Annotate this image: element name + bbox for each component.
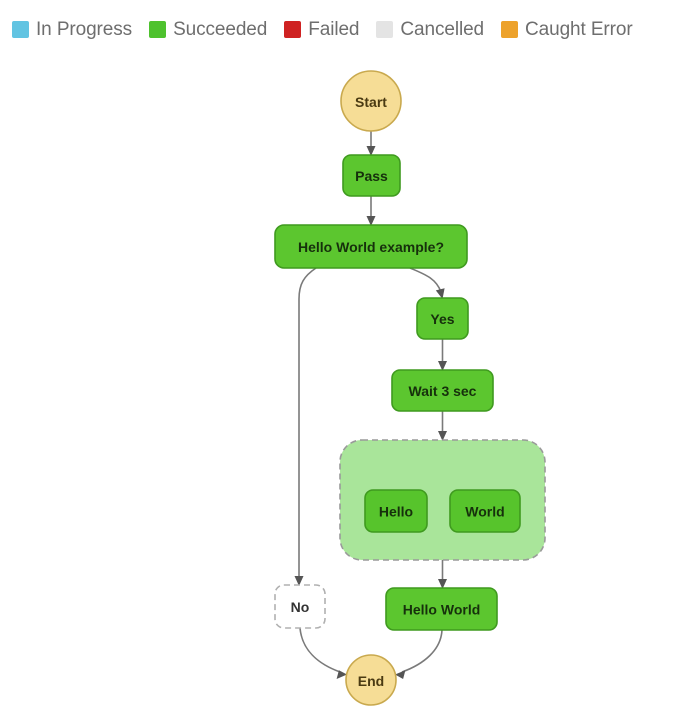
node-start-shape [340, 70, 402, 132]
node-choice-label: Hello World example? [298, 239, 444, 255]
node-helloworld-shape [385, 587, 498, 631]
arrowhead-icon [438, 579, 447, 589]
square-swatch-icon [149, 20, 167, 38]
edge-helloworld-to-end [401, 629, 443, 673]
workflow-graph: Start Pass Hello World example? Yes Wait… [274, 70, 546, 706]
node-hello-world[interactable]: Hello World [385, 587, 498, 631]
node-pass-label: Pass [355, 168, 388, 184]
legend-label: Cancelled [400, 18, 485, 40]
square-swatch-icon [376, 20, 394, 38]
node-end-shape [345, 654, 397, 706]
arrowhead-icon [435, 288, 445, 299]
node-wait-label: Wait 3 sec [409, 383, 477, 399]
node-pass[interactable]: Pass [342, 154, 401, 197]
node-pass-shape [342, 154, 401, 197]
legend-item-caught-error: Caught Error [501, 20, 633, 39]
node-yes-shape [416, 297, 469, 340]
node-no[interactable]: No [274, 584, 326, 629]
node-hello[interactable]: Hello [364, 489, 428, 533]
node-no-shape [274, 584, 326, 629]
legend-label: Failed [308, 18, 360, 40]
arrowhead-icon [294, 576, 304, 586]
node-start-label: Start [355, 94, 387, 110]
legend-item-in-progress: In Progress [12, 20, 132, 39]
legend-label: Caught Error [525, 18, 633, 40]
status-legend: In Progress Succeeded Failed Cancelled C… [0, 0, 700, 58]
node-end-label: End [358, 673, 384, 689]
node-end[interactable]: End [345, 654, 397, 706]
legend-item-cancelled: Cancelled [376, 20, 484, 39]
square-swatch-icon [12, 20, 29, 38]
node-start[interactable]: Start [340, 70, 402, 132]
arrowhead-icon [438, 431, 447, 441]
edge-no-to-end [299, 627, 341, 673]
edge-choice-to-no [298, 267, 317, 579]
node-yes-label: Yes [430, 311, 454, 327]
legend-item-failed: Failed [284, 18, 360, 40]
node-wait-shape [391, 369, 494, 412]
node-helloworld-label: Hello World [403, 602, 481, 618]
legend-item-succeeded: Succeeded [149, 20, 267, 39]
arrowhead-icon [438, 361, 447, 371]
node-yes[interactable]: Yes [416, 297, 469, 340]
node-choice-shape [274, 224, 468, 269]
node-world-shape [449, 489, 521, 533]
square-swatch-icon [501, 20, 519, 38]
edge-choice-to-yes [409, 267, 442, 293]
node-wait-3-sec[interactable]: Wait 3 sec [391, 369, 494, 412]
node-world[interactable]: World [449, 489, 521, 533]
node-world-label: World [465, 504, 504, 520]
legend-label: In Progress [36, 18, 133, 40]
arrowhead-icon [395, 670, 406, 679]
node-choice-hello-world-example[interactable]: Hello World example? [274, 224, 468, 269]
arrowhead-icon [336, 670, 347, 679]
node-hello-label: Hello [379, 504, 413, 520]
square-swatch-icon [284, 20, 302, 38]
arrowhead-icon [366, 146, 376, 156]
node-hello-shape [364, 489, 428, 533]
legend-label: Succeeded [173, 18, 268, 40]
arrowhead-icon [366, 216, 376, 226]
node-no-label: No [291, 599, 310, 615]
